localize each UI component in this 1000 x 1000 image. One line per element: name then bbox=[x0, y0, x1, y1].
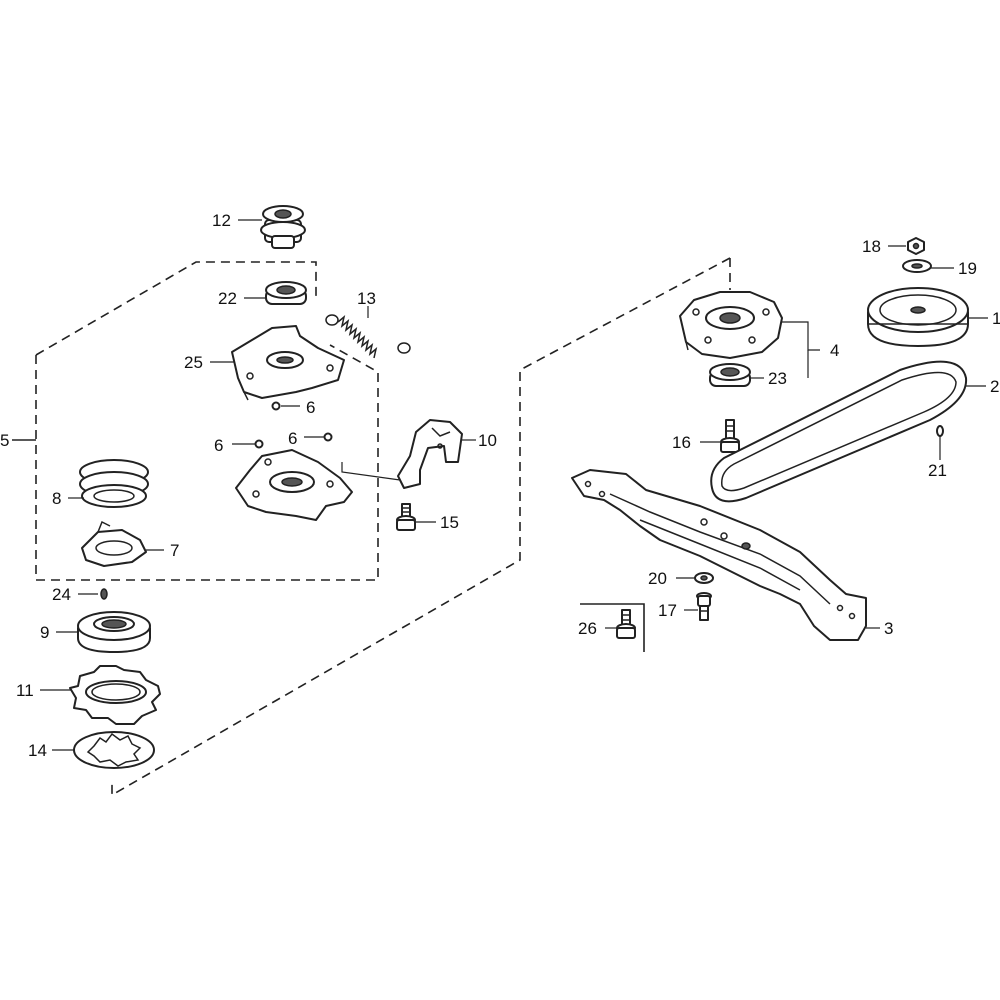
part-7-clip bbox=[81, 520, 147, 567]
part-3-blade bbox=[571, 469, 867, 641]
lower-plate bbox=[235, 449, 353, 521]
part-21-pin bbox=[936, 425, 944, 437]
callout-5: 5 bbox=[0, 431, 9, 450]
part-11-gear-ring bbox=[69, 665, 161, 725]
part-10-bracket bbox=[397, 419, 463, 489]
part-13-spring bbox=[325, 314, 411, 359]
callout-17: 17 bbox=[658, 601, 677, 620]
callout-8: 8 bbox=[52, 489, 61, 508]
part-26-bolt bbox=[616, 609, 636, 639]
part-14-star-washer bbox=[73, 731, 155, 769]
callout-4: 4 bbox=[830, 341, 839, 360]
part-2-belt bbox=[710, 360, 968, 503]
callout-3: 3 bbox=[884, 619, 893, 638]
callout-7: 7 bbox=[170, 541, 179, 560]
part-4-housing bbox=[679, 291, 783, 359]
part-17-bolt bbox=[696, 592, 712, 621]
part-19-washer bbox=[902, 259, 932, 273]
bracket-26 bbox=[580, 603, 645, 652]
callout-21: 21 bbox=[928, 461, 947, 480]
callout-1: 1 bbox=[992, 309, 1000, 328]
callout-25: 25 bbox=[184, 353, 203, 372]
callout-10: 10 bbox=[478, 431, 497, 450]
callout-16: 16 bbox=[672, 433, 691, 452]
part-12-bushing bbox=[260, 205, 306, 249]
part-15-bolt bbox=[396, 503, 416, 531]
part-20-washer bbox=[694, 572, 714, 584]
part-22-bearing bbox=[265, 281, 307, 305]
part-18-nut bbox=[907, 237, 925, 255]
part-6-balls bbox=[254, 401, 333, 449]
callout-14: 14 bbox=[28, 741, 47, 760]
callout-22: 22 bbox=[218, 289, 237, 308]
assembly-4-outline bbox=[111, 257, 731, 797]
part-9-pulley bbox=[77, 611, 151, 653]
callout-23: 23 bbox=[768, 369, 787, 388]
part-24-pin bbox=[100, 588, 108, 600]
callout-26: 26 bbox=[578, 619, 597, 638]
callout-15: 15 bbox=[440, 513, 459, 532]
part-16-bolt bbox=[720, 419, 740, 453]
callout-19: 19 bbox=[958, 259, 977, 278]
callout-9: 9 bbox=[40, 623, 49, 642]
part-8-coil bbox=[79, 459, 149, 508]
callout-labels: 12 22 13 25 6 6 6 5 10 15 8 7 24 9 11 14… bbox=[0, 211, 1000, 760]
assembly-5-outline bbox=[12, 261, 379, 581]
callout-13: 13 bbox=[357, 289, 376, 308]
part-25-plate bbox=[231, 325, 345, 401]
callout-6-b: 6 bbox=[214, 436, 223, 455]
leader-lines bbox=[40, 219, 988, 751]
callout-24: 24 bbox=[52, 585, 71, 604]
callout-12: 12 bbox=[212, 211, 231, 230]
callout-20: 20 bbox=[648, 569, 667, 588]
callout-6-c: 6 bbox=[288, 429, 297, 448]
part-1-pulley bbox=[867, 287, 969, 347]
callout-11: 11 bbox=[16, 681, 34, 700]
part-23-bearing bbox=[709, 363, 751, 387]
callout-2: 2 bbox=[990, 377, 999, 396]
callout-6-a: 6 bbox=[306, 398, 315, 417]
callout-18: 18 bbox=[862, 237, 881, 256]
